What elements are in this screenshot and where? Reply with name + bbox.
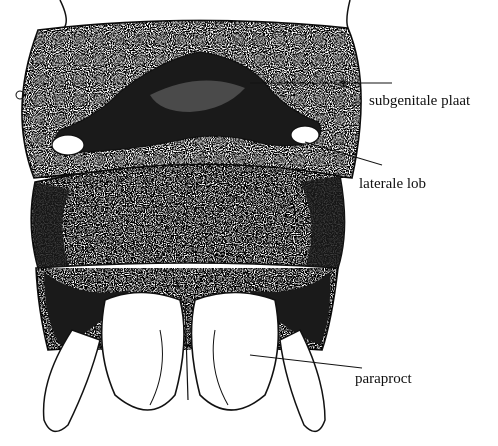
label-subgenital-plate: subgenitale plaat <box>369 94 470 109</box>
lateral-lobe-right <box>291 126 319 144</box>
paraproct-right <box>191 293 278 411</box>
paraproct-left <box>102 293 184 411</box>
lateral-lobe-left <box>52 135 84 155</box>
label-paraproct: paraproct <box>355 372 412 387</box>
label-lateral-lobe: laterale lob <box>359 177 426 192</box>
